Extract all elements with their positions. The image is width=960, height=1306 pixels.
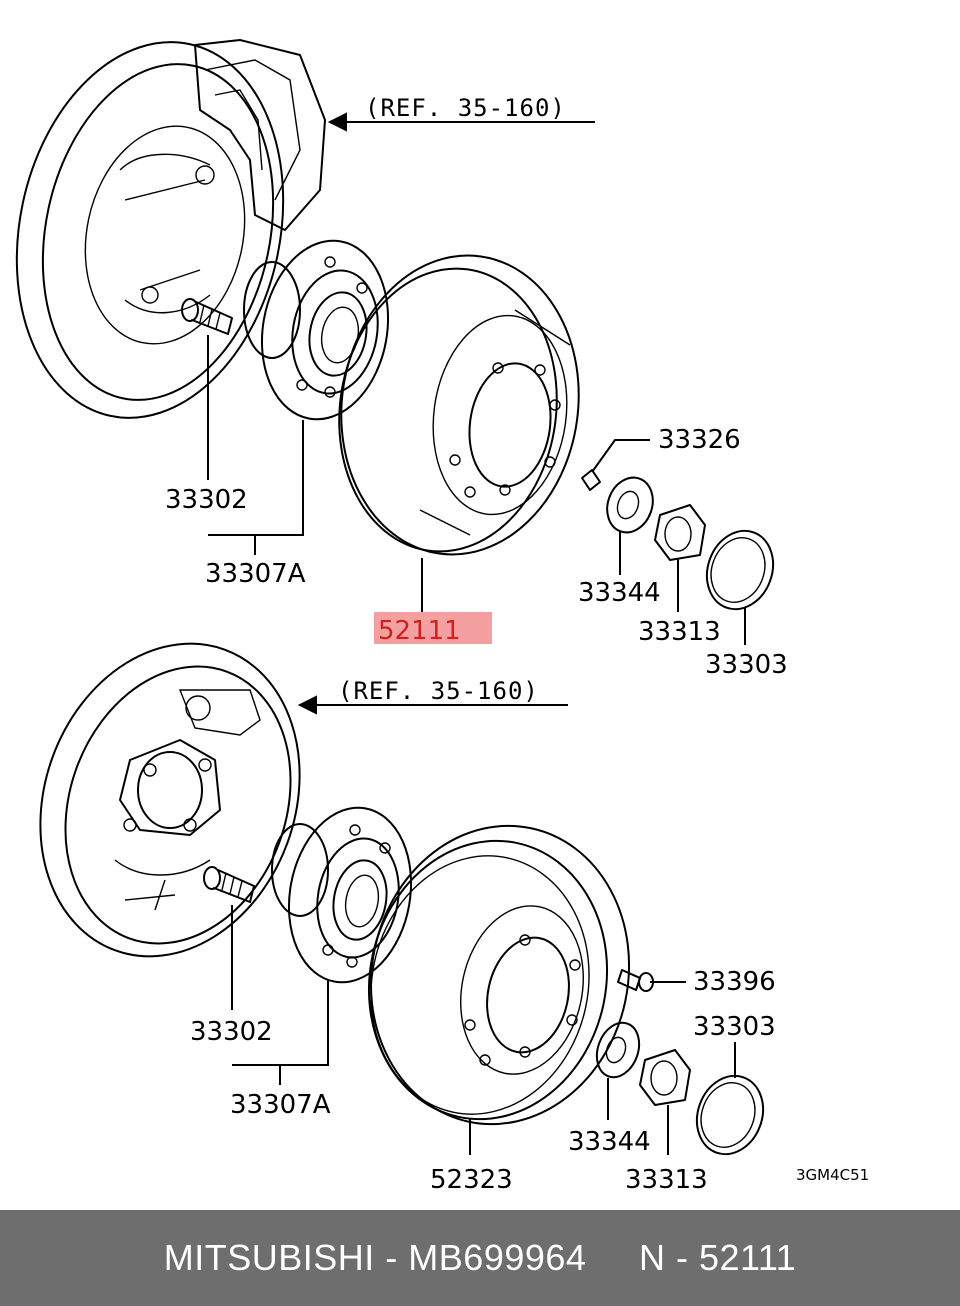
lower-ref-label: (REF. 35-160) (338, 677, 539, 705)
lower-callout-33344: 33344 (568, 1127, 651, 1157)
lower-callout-33303: 33303 (693, 1012, 776, 1042)
lower-callout-33396: 33396 (693, 967, 776, 997)
upper-hub-assembly (243, 239, 390, 421)
upper-ref-label: (REF. 35-160) (365, 94, 566, 122)
upper-callout-33302: 33302 (165, 485, 248, 515)
lower-callout-33307A: 33307A (230, 1090, 331, 1120)
parts-diagram: (REF. 35-160) 33302 33307A 52111 33326 3… (15, 39, 869, 1195)
footer-n-label: N (638, 1237, 666, 1278)
lower-stud-bolt (203, 866, 255, 903)
footer-separator-2: - (665, 1237, 699, 1278)
upper-callout-33307A: 33307A (205, 559, 306, 589)
lower-callout-33313: 33313 (625, 1165, 708, 1195)
footer-gap (586, 1237, 639, 1279)
upper-callout-33303: 33303 (705, 650, 788, 680)
upper-callout-33313: 33313 (638, 617, 721, 647)
upper-small-parts (581, 469, 775, 611)
upper-backing-plate (15, 39, 326, 419)
lower-hub-assembly (271, 806, 413, 984)
footer-bar: MITSUBISHI - MB699964 N - 52111 (0, 1210, 960, 1306)
upper-callout-33344: 33344 (578, 578, 661, 608)
lower-brake-drum (367, 824, 631, 1126)
upper-disc-rotor (338, 254, 580, 556)
lower-leader-lines (231, 695, 736, 1155)
drawing-code: 3GM4C51 (796, 1166, 869, 1184)
upper-leader-lines (207, 112, 746, 645)
lower-callout-33302: 33302 (190, 1017, 273, 1047)
lower-backing-plate (39, 642, 301, 958)
footer-brand: MITSUBISHI (163, 1237, 375, 1278)
footer-ref-number: 52111 (698, 1237, 797, 1278)
upper-callout-52111: 52111 (378, 616, 461, 646)
lower-small-parts (595, 969, 765, 1156)
footer-part-number: MB699964 (408, 1237, 587, 1278)
lower-callout-52323: 52323 (430, 1165, 513, 1195)
upper-callout-33326: 33326 (658, 425, 741, 455)
upper-stud-bolt (181, 298, 233, 335)
highlight-box-52111 (374, 612, 492, 644)
footer-separator-1: - (374, 1237, 409, 1278)
